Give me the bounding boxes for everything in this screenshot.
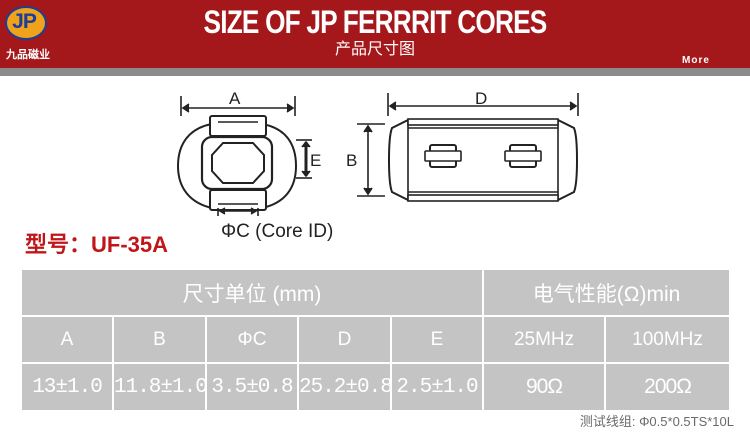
- value-cell: 90Ω: [482, 362, 607, 412]
- value-cell: 13±1.0: [20, 362, 114, 412]
- size-unit-header: 尺寸单位 (mm): [19, 268, 485, 317]
- col-header: 25MHz: [482, 315, 607, 364]
- spec-column-header-row: A B ΦC D E 25MHz 100MHz: [20, 315, 732, 364]
- col-header: A: [20, 315, 114, 364]
- col-header: D: [297, 315, 392, 364]
- spec-group-header-row: 尺寸单位 (mm) 电气性能(Ω)min: [19, 268, 732, 317]
- spec-value-row: 13±1.0 11.8±1.0 3.5±0.8 25.2±0.8 2.5±1.0…: [20, 362, 732, 412]
- value-cell: 11.8±1.0: [112, 362, 208, 412]
- label-d: D: [475, 89, 487, 108]
- page-subtitle: 产品尺寸图: [334, 41, 415, 58]
- page-title: SIZE OF JP FERRRIT CORES: [203, 4, 548, 40]
- value-cell: 200Ω: [604, 362, 732, 412]
- col-header: 100MHz: [604, 315, 732, 364]
- header-divider: [0, 68, 750, 76]
- spec-table: 尺寸单位 (mm) 电气性能(Ω)min A B ΦC D E 25MHz 10…: [19, 268, 732, 412]
- logo-badge: [5, 6, 47, 40]
- value-cell: 3.5±0.8: [205, 362, 299, 412]
- model-value: UF-35A: [91, 232, 169, 257]
- label-core-id: ΦC (Core ID): [221, 221, 333, 242]
- brand-logo[interactable]: JP 九品磁业: [2, 4, 50, 62]
- test-wire-note: 测试线组: Φ0.5*0.5TS*10L: [508, 414, 734, 430]
- electrical-header: 电气性能(Ω)min: [482, 268, 732, 317]
- test-label: 测试线组:: [579, 414, 636, 429]
- test-value: Φ0.5*0.5TS*10L: [639, 414, 734, 429]
- more-link[interactable]: More: [682, 55, 710, 66]
- side-view-drawing: [357, 93, 579, 202]
- label-e: E: [310, 151, 321, 170]
- logo-caption: 九品磁业: [6, 49, 50, 61]
- front-view-drawing: [176, 96, 312, 216]
- col-header: ΦC: [205, 315, 299, 364]
- core-dimension-drawing: A E B D ΦC (Core ID): [176, 89, 579, 242]
- label-a: A: [229, 89, 241, 108]
- label-b: B: [346, 151, 357, 170]
- header-banner: [0, 0, 750, 68]
- model-prefix: 型号：: [25, 232, 92, 257]
- col-header: B: [112, 315, 207, 364]
- model-number: 型号：UF-35A: [25, 232, 168, 258]
- value-cell: 2.5±1.0: [389, 362, 485, 412]
- value-cell: 25.2±0.8: [297, 362, 393, 412]
- col-header: E: [389, 315, 485, 364]
- logo-text: JP: [12, 10, 37, 33]
